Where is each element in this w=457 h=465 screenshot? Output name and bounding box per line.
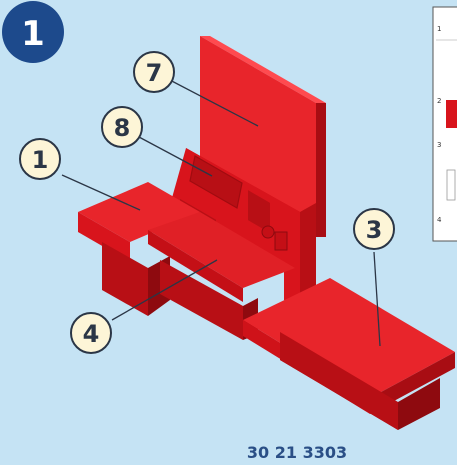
step-badge-circle — [2, 1, 64, 63]
back-panel-top — [200, 36, 326, 103]
inset-red-part — [446, 100, 457, 128]
right-platform-top — [243, 278, 455, 398]
left-base-front — [102, 242, 148, 316]
callout-8-label: 8 — [114, 114, 131, 142]
right-base-side — [398, 378, 440, 430]
leader-line-8 — [138, 136, 213, 177]
left-platform-top — [78, 182, 200, 242]
red-console-model — [78, 36, 455, 430]
part-code: 30 21 3303 — [247, 443, 347, 462]
right-base-front — [280, 332, 398, 430]
callout-1: 1 — [19, 138, 61, 180]
leader-lines — [61, 77, 381, 347]
leader-line-3 — [373, 251, 381, 347]
leader-line-7 — [165, 77, 259, 127]
inset-outline-part — [446, 169, 456, 201]
center-platform-front — [148, 230, 243, 302]
knob-icon — [261, 225, 275, 239]
left-platform-front — [78, 212, 130, 262]
callout-3: 3 — [353, 208, 395, 250]
callout-7-label: 7 — [146, 59, 163, 87]
callout-7: 7 — [133, 51, 175, 93]
console-screen — [189, 155, 243, 209]
inset-number-4: 4 — [437, 216, 442, 224]
inset-number-1: 1 — [437, 25, 441, 33]
inset-diagram: 1 2 3 4 — [432, 6, 457, 242]
desk-side — [300, 203, 316, 309]
callout-4: 4 — [70, 312, 112, 354]
inset-number-3: 3 — [437, 141, 441, 149]
leader-line-1 — [61, 174, 141, 211]
callout-4-label: 4 — [83, 320, 100, 348]
step-number: 1 — [21, 14, 45, 54]
callout-1-label: 1 — [32, 146, 49, 174]
leader-line-4 — [111, 259, 218, 321]
inset-number-2: 2 — [437, 97, 441, 105]
desk-front-pillar — [284, 203, 300, 309]
back-panel-side — [316, 103, 326, 237]
center-platform-top — [148, 212, 295, 288]
callout-3-label: 3 — [366, 216, 383, 244]
callout-8: 8 — [101, 106, 143, 148]
lever-icon — [274, 231, 288, 251]
step-badge: 1 — [2, 1, 64, 63]
